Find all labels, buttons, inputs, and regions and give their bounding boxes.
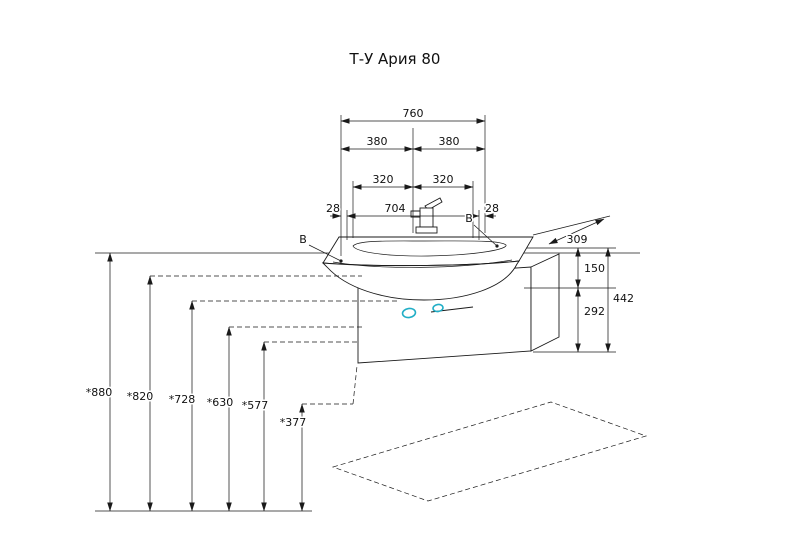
highlight-oval-left	[401, 307, 417, 319]
cabinet-side-face	[530, 253, 560, 352]
right-dimensions: 309 150 292 442	[524, 215, 636, 353]
dim-150-label: 150	[584, 262, 605, 275]
faucet-body	[419, 207, 434, 228]
dim-760-label: 760	[403, 107, 424, 120]
mark-b-right: В	[465, 212, 473, 225]
mark-b-right-dot	[495, 244, 499, 248]
mark-b-left-dot	[339, 259, 343, 263]
dim-309-label: 309	[567, 233, 588, 246]
highlight-oval-right	[432, 303, 444, 313]
dim-292-label: 292	[584, 305, 605, 318]
dim-820-label: *820	[127, 390, 154, 403]
dim-630-label: *630	[207, 396, 234, 409]
dim-320-left-label: 320	[373, 173, 394, 186]
dim-28-right-label: 28	[485, 202, 499, 215]
faucet	[410, 197, 443, 234]
dim-line-309	[548, 218, 605, 245]
height-dimensions: *880 *820 *728 *630 *577 *377	[84, 252, 400, 512]
dim-728-label: *728	[169, 393, 196, 406]
drawing-title: Т-У Ария 80	[349, 50, 441, 68]
mark-b-right-leader	[473, 224, 498, 247]
view-marks: В В	[298, 211, 499, 263]
mark-b-left-leader	[308, 244, 342, 262]
dim-880-label: *880	[86, 386, 113, 399]
dim-380-left-label: 380	[367, 135, 388, 148]
dim-28-left-label: 28	[326, 202, 340, 215]
highlight-marks	[401, 303, 444, 319]
washbasin-outline	[321, 236, 534, 301]
faucet-base	[415, 226, 438, 234]
floor-projection	[331, 401, 648, 502]
basin-apron	[321, 260, 520, 301]
mark-b-left: В	[299, 233, 307, 246]
dim-320-right-label: 320	[433, 173, 454, 186]
dim-442-label: 442	[613, 292, 634, 305]
dim-380-right-label: 380	[439, 135, 460, 148]
basin-rim-inner-edge	[332, 259, 513, 268]
dim-704-label: 704	[385, 202, 406, 215]
dim-577-label: *577	[242, 399, 269, 412]
basin-bowl-outline	[352, 240, 507, 257]
dim-377-label: *377	[280, 416, 307, 429]
top-dimensions: 760 380 380 320 320 28 704 28	[325, 106, 501, 256]
ref-line-377-riser	[352, 365, 358, 405]
